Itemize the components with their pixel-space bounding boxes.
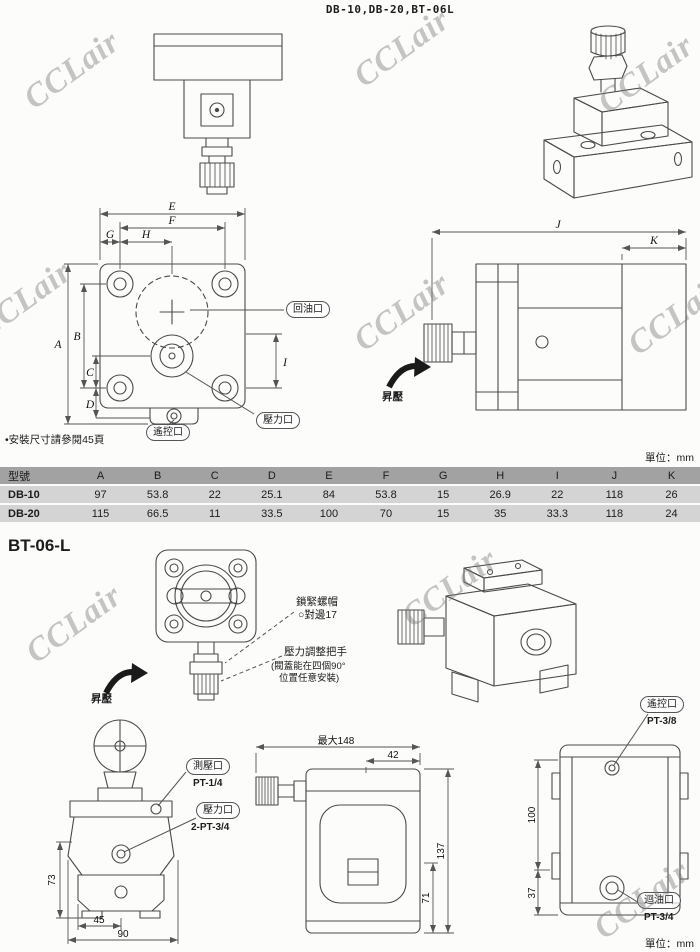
lock-nut-label: 鎖緊螺帽 [296,596,338,608]
dim-100: 100 [527,806,538,823]
install-note: •安裝尺寸請參閱45頁 [5,434,105,446]
value-cell: 22 [208,488,221,501]
header-cell: K [667,469,676,482]
return-port-label: 回油口 [286,301,330,318]
value-cell: 53.8 [146,488,169,501]
adjust-handle-note1: (閥蓋能在四個90° [271,661,346,672]
header-cell: J [611,469,618,482]
db-front-view-drawing [153,33,283,195]
header-cell: F [382,469,390,482]
header-cell: H [496,469,505,482]
bt-section-title: BT-06-L [8,536,71,555]
bt-return-port-label: 迴油口 [637,892,681,909]
value-cell: 53.8 [375,488,397,501]
unit-label-bottom: 單位：mm [645,938,694,950]
dim-letter-I: I [282,357,288,369]
value-cell: 26.9 [489,488,511,501]
boost-label-bt: 昇壓 [91,693,112,705]
adjust-handle-label: 壓力調整把手 [284,646,347,658]
gauge-port-thread: PT-1/4 [193,778,223,789]
header-cell: I [555,469,559,482]
dim-letter-C: C [86,367,94,379]
table-row-db20: DB-20 115 66.5 11 33.5 100 70 15 35 33.3… [0,505,700,522]
dim-letter-G: G [106,229,115,241]
page-title: DB-10,DB-20,BT-06L [325,3,455,16]
bt-perspective-view-drawing [397,559,577,703]
bt-return-port-thread: PT-3/4 [644,912,674,923]
bt-right-side-view-drawing: 100 37 [527,744,689,916]
dim-42: 42 [387,750,399,761]
db-side-view-drawing: J K [423,219,687,411]
bt-pressure-port-label: 壓力口 [196,802,240,819]
dim-71: 71 [421,892,432,904]
dim-letter-F: F [167,215,176,227]
value-cell: 115 [91,507,110,520]
pressure-port-label: 壓力口 [256,412,300,429]
header-cell: D [267,469,276,482]
value-cell: 11 [209,507,221,520]
header-cell: A [96,469,105,482]
bt-remote-port-label: 遙控口 [640,696,684,713]
db-perspective-view-drawing [543,25,693,199]
bt-side-view-drawing: 最大148 42 71 137 [255,734,454,934]
value-cell: 24 [665,507,678,520]
value-cell: 118 [605,488,624,501]
header-cell: G [438,469,448,482]
dim-letter-A: A [53,339,62,351]
dim-90: 90 [117,929,129,940]
value-cell: 66.5 [146,507,169,520]
unit-label-top: 單位：mm [645,452,694,464]
dim-37: 37 [527,887,538,899]
dim-letter-E: E [167,201,175,213]
model-cell: DB-10 [8,488,40,501]
header-cell: B [153,469,162,482]
value-cell: 25.1 [261,488,283,501]
bt-remote-port-thread: PT-3/8 [647,716,677,727]
bt-pressure-port-thread: 2-PT-3/4 [191,822,230,833]
bt-top-view-drawing [155,549,257,701]
dim-137: 137 [436,842,447,859]
value-cell: 100 [319,507,339,520]
remote-port-label: 遙控口 [146,424,190,441]
watermark-text: CCLair [17,23,127,117]
value-cell: 15 [436,488,450,501]
dim-45: 45 [93,915,105,926]
value-cell: 84 [322,488,336,501]
db-dimension-front-view-drawing: E F G H A B C D I [53,201,288,425]
value-cell: 15 [436,507,450,520]
boost-arrow-2 [103,663,148,695]
value-cell: 33.3 [546,507,568,520]
header-cell-model: 型號 [8,470,30,483]
dim-max148: 最大148 [318,734,355,747]
gauge-port-label: 測壓口 [186,758,230,775]
spec-table: 型號 A B C D E F G H I J K DB-10 97 53.8 2… [0,467,700,524]
value-cell: 33.5 [261,507,283,520]
dim-letter-J: J [555,219,561,231]
value-cell: 97 [94,488,107,501]
bt-front-view-drawing: 73 45 90 [47,719,179,944]
model-cell: DB-20 [8,507,40,520]
table-header-row: 型號 A B C D E F G H I J K [0,467,700,484]
dim-73: 73 [47,874,58,886]
adjust-handle-note2: 位置任意安裝) [279,673,340,684]
dim-letter-H: H [141,229,151,241]
value-cell: 26 [665,488,678,501]
value-cell: 118 [605,507,624,520]
value-cell: 70 [379,507,393,520]
table-row-db10: DB-10 97 53.8 22 25.1 84 53.8 15 26.9 22… [0,486,700,503]
dim-letter-B: B [73,331,80,343]
value-cell: 22 [551,488,564,501]
boost-arrow-1 [386,357,431,389]
header-cell: C [210,469,219,482]
header-cell: E [325,469,333,482]
value-cell: 35 [494,507,507,520]
lock-nut-sub-label: ○對邊17 [298,609,338,621]
boost-label-db: 昇壓 [382,391,403,403]
dim-letter-K: K [649,235,659,247]
dim-letter-D: D [85,399,95,411]
watermark-text: CCLair [19,577,129,671]
